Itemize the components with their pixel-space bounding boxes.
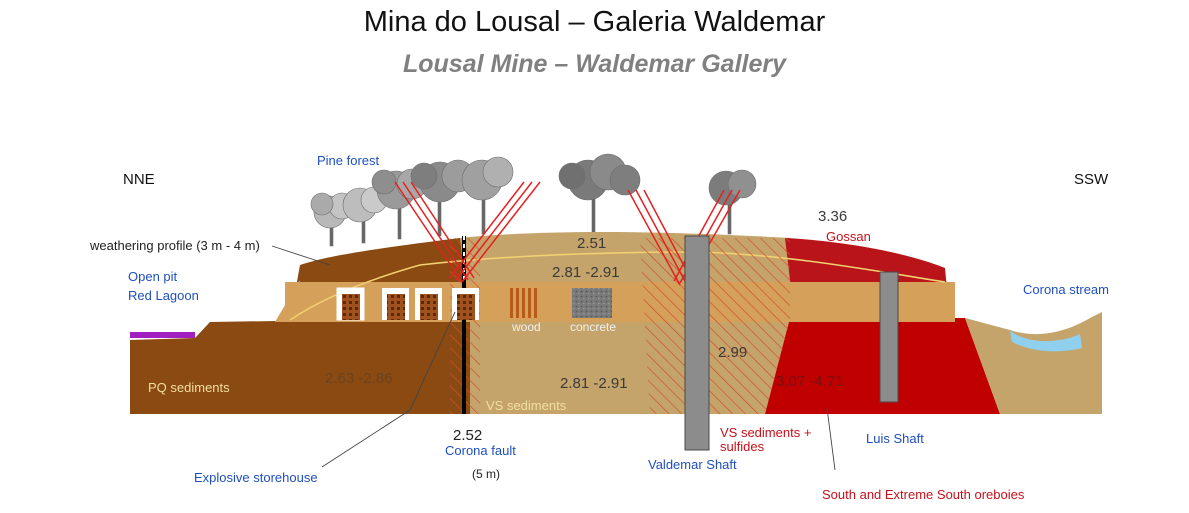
fracture-lines-left [394,181,541,283]
label-gossan: Gossan [826,229,871,244]
label-valdemar-shaft: Valdemar Shaft [648,457,737,472]
label-explosive-storehouse: Explosive storehouse [194,470,318,485]
value-2-52: 2.52 [453,427,482,444]
label-vs-sulfides-1: VS sediments + [720,425,811,440]
direction-ssw: SSW [1074,171,1109,188]
direction-nne: NNE [123,171,155,188]
label-open-pit: Open pit [128,269,178,284]
concrete-block [572,288,612,318]
tree-3 [371,168,428,240]
label-orebodies: South and Extreme South oreboies [822,487,1025,502]
label-weathering-profile: weathering profile (3 m - 4 m) [89,238,260,253]
label-corona-stream: Corona stream [1023,282,1109,297]
tree-6 [558,153,641,234]
label-corona-fault: Corona fault [445,443,516,458]
pq-sediments-layer [130,318,470,414]
label-fault-width: (5 m) [472,467,500,481]
corona-stream-water [1010,331,1082,352]
leader-lines [271,245,836,471]
vs-right-layer [965,312,1102,414]
label-vs-sulfides-2: sulfides [720,439,765,454]
value-3-36: 3.36 [818,208,847,225]
tree-1 [310,192,356,247]
valdemar-shaft[interactable] [684,235,710,451]
value-2-63-2-86: 2.63 -2.86 [325,370,393,387]
label-luis-shaft: Luis Shaft [866,431,924,446]
value-3-07-4-71: 3.07 -4.71 [776,373,844,390]
wood-supports [510,288,537,318]
label-wood: wood [511,320,541,334]
label-concrete: concrete [570,320,616,334]
page-title: Mina do Lousal – Galeria Waldemar [363,6,826,38]
label-pine-forest: Pine forest [317,153,380,168]
pine-forest-trees [310,153,757,247]
value-2-81-2-91-lower: 2.81 -2.91 [560,375,628,392]
weathering-profile-line [289,251,946,321]
luis-shaft[interactable] [879,271,899,403]
page-subtitle: Lousal Mine – Waldemar Gallery [402,50,786,78]
value-2-99: 2.99 [718,344,747,361]
label-pq-sediments: PQ sediments [148,380,230,395]
gallery-left-slope [275,280,300,322]
hatched-zone-valdemar [640,238,790,414]
explosive-storehouse-chambers [336,287,479,321]
value-2-51: 2.51 [577,235,606,252]
label-red-lagoon: Red Lagoon [128,288,199,303]
label-vs-sediments: VS sediments [486,398,567,413]
tree-7 [708,169,757,235]
value-2-81-2-91-upper: 2.81 -2.91 [552,264,620,281]
tree-2 [342,186,388,244]
tree-5 [461,156,514,235]
red-lagoon-water [130,332,195,338]
